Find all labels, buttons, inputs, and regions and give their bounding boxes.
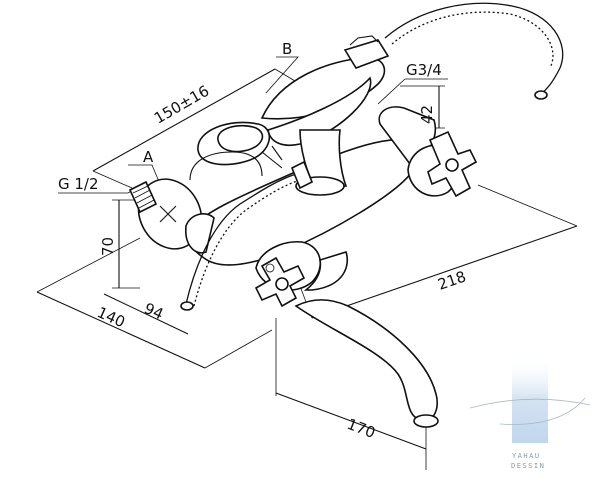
callout-inlet-thread: G 1/2 <box>58 175 99 193</box>
dim-94: 94 <box>141 299 166 323</box>
flexible-hose-coils <box>193 179 301 307</box>
hose-end <box>534 90 548 100</box>
dim-line-150 <box>92 68 276 172</box>
ext-line-150-a <box>92 170 133 189</box>
ext-line-140-b <box>204 329 273 369</box>
dim-42: 42 <box>418 105 436 124</box>
bath-spout <box>294 299 438 422</box>
leader-g34 <box>377 78 406 105</box>
flexible-hose <box>185 173 297 305</box>
dim-150: 150±16 <box>151 82 212 128</box>
watermark-line2: DESSIN <box>511 462 545 470</box>
callout-b: B <box>282 40 292 58</box>
hand-shower-head <box>343 39 390 69</box>
dim-line-94 <box>103 293 189 335</box>
watermark: YAHAU DESSIN <box>469 355 591 470</box>
left-thread-lines <box>132 185 155 209</box>
diverter-collar <box>189 151 263 181</box>
shower-hose <box>384 2 564 96</box>
callout-a: A <box>143 148 154 166</box>
watermark-arc <box>469 398 591 409</box>
dim-line-218 <box>311 225 578 319</box>
right-tap-center <box>445 158 459 172</box>
dim-line-140 <box>36 291 206 369</box>
dim-70: 70 <box>99 237 117 256</box>
ext-line-140-a <box>36 237 141 293</box>
shower-holder <box>267 76 372 146</box>
hose-end-left <box>180 301 194 311</box>
ext-line-218-b <box>477 184 578 227</box>
spout-outlet <box>413 414 439 428</box>
leader-b <box>265 56 299 94</box>
left-nut <box>185 213 215 254</box>
dim-line-170 <box>275 392 427 450</box>
watermark-arc-2 <box>499 397 586 425</box>
left-inlet-thread <box>128 180 158 214</box>
hose-nut <box>290 160 314 190</box>
hand-shower-cap <box>349 35 379 46</box>
leader-a <box>128 164 161 185</box>
shower-hose-coils <box>391 11 554 69</box>
spout-neck <box>303 251 349 291</box>
cross-mark-top <box>261 145 283 169</box>
watermark-line1: YAHAU <box>512 452 541 460</box>
dim-218: 218 <box>435 267 468 293</box>
lower-tap-center <box>275 277 289 291</box>
left-rosette-cross <box>159 205 177 223</box>
mixer-faucet <box>128 2 564 428</box>
callout-outlet-thread: G3/4 <box>406 61 442 79</box>
diverter-knob-top <box>217 124 264 153</box>
lower-tap-knob <box>265 263 275 273</box>
dim-170: 170 <box>345 415 378 442</box>
dim-140: 140 <box>94 303 127 331</box>
